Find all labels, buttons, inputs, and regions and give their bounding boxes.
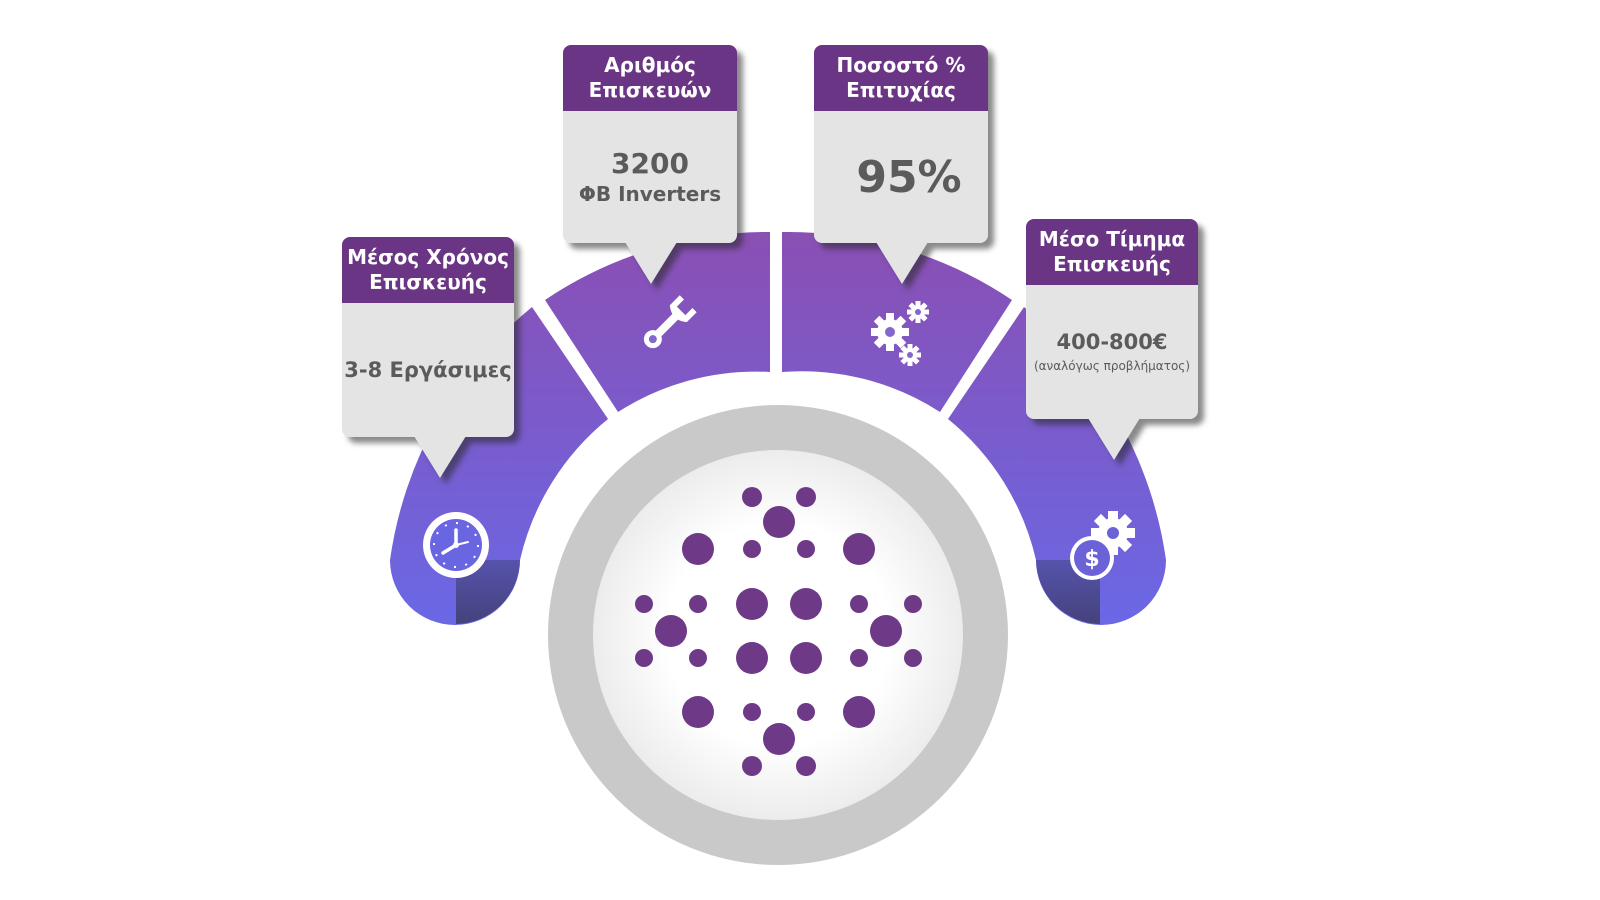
card-repairs-count: Αριθμός Επισκευών 3200 ΦΒ Inverters: [563, 45, 737, 284]
card-avg-repair-time-body: 3-8 Εργάσιμες: [342, 303, 514, 437]
arc-segment-2: [545, 231, 770, 412]
card-avg-repair-time: Μέσος Χρόνος Επισκευής 3-8 Εργάσιμες: [342, 237, 514, 478]
card-repairs-count-sub: ΦΒ Inverters: [578, 182, 722, 206]
card-repairs-count-title-1: Αριθμός: [604, 53, 696, 77]
card-repairs-count-header: Αριθμός Επισκευών: [563, 45, 737, 111]
card-success-rate-value: 95%: [856, 151, 962, 203]
card-avg-price-title-2: Επισκευής: [1053, 252, 1171, 276]
svg-text:$: $: [1084, 547, 1099, 572]
card-repairs-count-title-2: Επισκευών: [588, 78, 712, 102]
card-avg-repair-time-header: Μέσος Χρόνος Επισκευής: [342, 237, 514, 303]
card-repairs-count-value: 3200: [611, 147, 689, 180]
card-avg-repair-time-title-1: Μέσος Χρόνος: [347, 245, 509, 269]
card-avg-repair-time-pointer: [414, 436, 466, 478]
card-avg-price-header: Μέσο Τίμημα Επισκευής: [1026, 219, 1198, 285]
card-avg-repair-time-value: 3-8 Εργάσιμες: [344, 358, 512, 382]
arc-cap-left-shade: [456, 560, 520, 624]
clock-icon: [423, 512, 489, 578]
card-avg-price-title-1: Μέσο Τίμημα: [1038, 227, 1186, 251]
card-avg-price-body: 400-800€ (αναλόγως προβλήματος): [1026, 285, 1198, 419]
card-success-rate-header: Ποσοστό % Επιτυχίας: [814, 45, 988, 111]
card-avg-price-value: 400-800€: [1056, 330, 1168, 354]
card-success-rate-pointer: [876, 242, 928, 284]
card-repairs-count-pointer: [625, 242, 677, 284]
card-avg-price-sub: (αναλόγως προβλήματος): [1033, 359, 1191, 373]
card-avg-repair-time-title-2: Επισκευής: [369, 270, 487, 294]
card-success-rate-title-2: Επιτυχίας: [846, 78, 956, 102]
card-avg-price: Μέσο Τίμημα Επισκευής 400-800€ (αναλόγως…: [1026, 219, 1198, 460]
card-repairs-count-body: 3200 ΦΒ Inverters: [563, 111, 737, 243]
center-circle: [546, 403, 1010, 867]
center-inner-disc: [593, 450, 963, 820]
card-success-rate-title-1: Ποσοστό %: [836, 53, 966, 77]
card-avg-price-pointer: [1088, 418, 1140, 460]
dotted-flower-logo-icon: [635, 487, 922, 776]
wrench-icon: [643, 295, 697, 349]
card-success-rate-body: 95%: [814, 111, 988, 243]
money-gear-icon: $: [1070, 511, 1135, 580]
card-success-rate: Ποσοστό % Επιτυχίας 95%: [814, 45, 988, 284]
